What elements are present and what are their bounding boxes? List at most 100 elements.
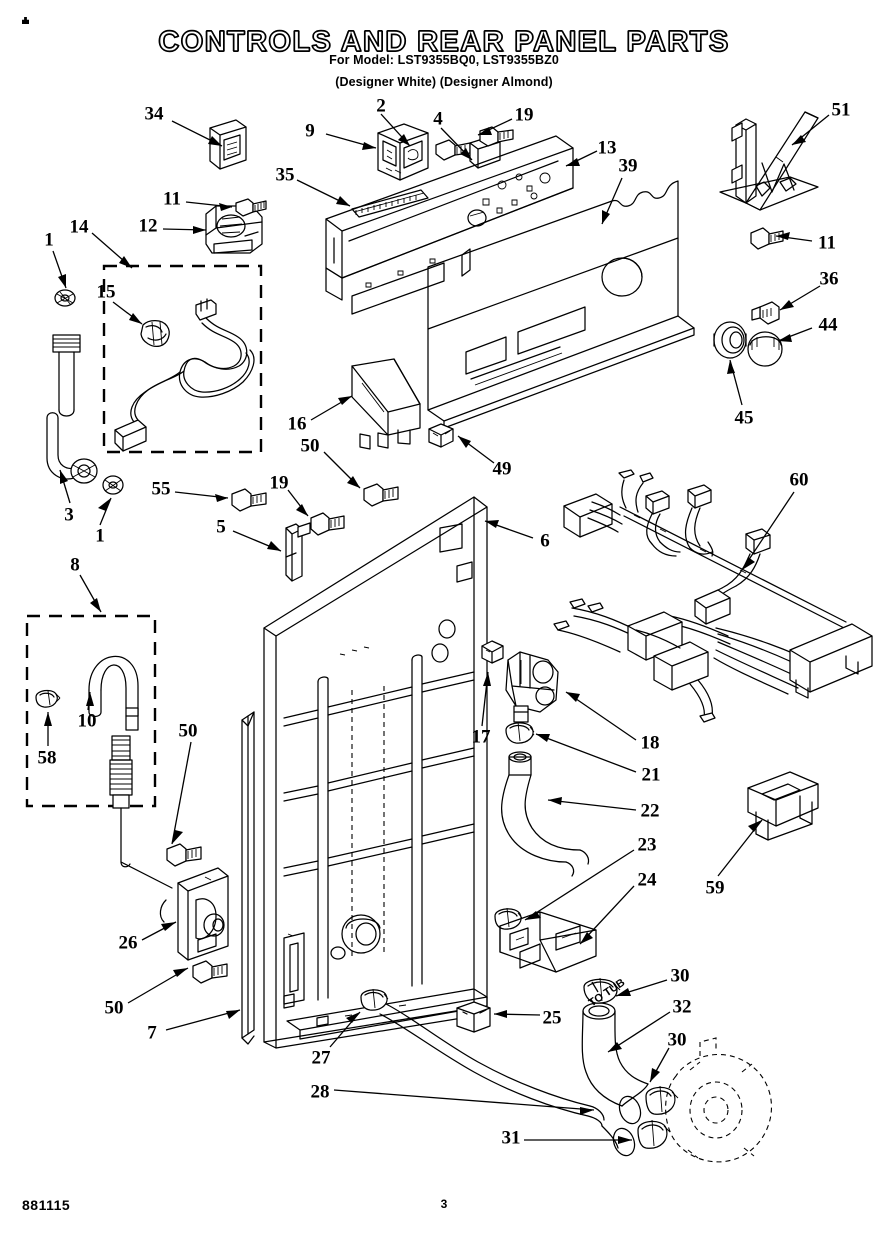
part-22-fill-hose xyxy=(501,751,590,877)
callout-number: 23 xyxy=(637,834,657,856)
color-variants-line: (Designer White) (Designer Almond) xyxy=(335,75,553,89)
part-60-wire-harness xyxy=(553,469,873,723)
part-9-switch-block xyxy=(377,123,429,181)
part-14-group-outline xyxy=(102,264,263,454)
callout-number: 34 xyxy=(144,103,164,125)
callout-number: 25 xyxy=(542,1007,562,1029)
callout-number: 11 xyxy=(818,232,836,254)
part-25-grommet xyxy=(456,1001,491,1033)
pump-phantom-outline xyxy=(665,1037,772,1163)
callout-number: 19 xyxy=(514,104,534,126)
part-44-knob xyxy=(747,331,783,367)
callout-number: 16 xyxy=(287,413,307,435)
part-50-screw-upper xyxy=(363,483,399,507)
callout-number: 51 xyxy=(831,99,851,121)
callout-number: 13 xyxy=(597,137,617,159)
callout-number: 35 xyxy=(275,164,295,186)
part-3-inlet-hose xyxy=(46,334,98,484)
callout-number: 14 xyxy=(69,216,89,238)
part-35-label-strip xyxy=(351,189,429,218)
callout-number: 36 xyxy=(819,268,839,290)
callout-number: 39 xyxy=(618,155,638,177)
callout-number: 58 xyxy=(37,747,57,769)
callout-number: 6 xyxy=(540,530,550,552)
callout-number: 8 xyxy=(70,554,80,576)
callout-number: 24 xyxy=(637,869,657,891)
part-8-group-outline xyxy=(25,614,157,808)
page-title: CONTROLS AND REAR PANEL PARTS xyxy=(158,25,730,59)
part-45-bushing xyxy=(713,321,747,359)
callout-number: 30 xyxy=(670,965,690,987)
part-32-tub-hose xyxy=(581,1002,649,1125)
part-19-screw-upper xyxy=(479,126,514,147)
part-11-screw-upper xyxy=(235,198,267,217)
footer-code: 881115 xyxy=(22,1197,71,1213)
part-16-end-cap xyxy=(351,358,421,450)
callout-number: 59 xyxy=(705,877,725,899)
part-39-console-panel xyxy=(427,180,695,429)
callout-number: 12 xyxy=(138,215,158,237)
callout-number: 55 xyxy=(151,478,171,500)
callout-number: 50 xyxy=(300,435,320,457)
callout-number: 32 xyxy=(672,996,692,1018)
part-27-clamp xyxy=(360,988,389,1011)
part-5-clip xyxy=(285,522,311,582)
callout-number: 50 xyxy=(178,720,198,742)
callout-number: 31 xyxy=(501,1127,521,1149)
part-21-clamp xyxy=(505,721,535,744)
callout-number: 15 xyxy=(96,281,116,303)
part-59-leg-bracket xyxy=(747,771,819,841)
part-34-module xyxy=(209,119,247,170)
callout-number: 1 xyxy=(44,229,54,251)
callout-number: 10 xyxy=(77,710,97,732)
part-24-pump-bracket xyxy=(499,911,597,973)
callout-number: 28 xyxy=(310,1081,330,1103)
part-30-clamp-mid xyxy=(645,1085,679,1115)
part-31-clamp-bottom xyxy=(601,1119,671,1157)
callout-number: 1 xyxy=(95,525,105,547)
part-30-clamp-top xyxy=(583,977,621,1004)
callout-number: 4 xyxy=(433,108,443,130)
callout-number: 9 xyxy=(305,120,315,142)
part-55-screw xyxy=(231,488,267,512)
part-12-timer-assembly xyxy=(205,205,263,254)
part-36-screw xyxy=(751,301,780,325)
part-1-washer-top xyxy=(54,289,76,307)
callout-number: 3 xyxy=(64,504,74,526)
callout-number: 22 xyxy=(640,800,660,822)
callout-number: 45 xyxy=(734,407,754,429)
part-10-drain-hose xyxy=(88,655,173,889)
callout-number: 2 xyxy=(376,95,386,117)
callout-number: 50 xyxy=(104,997,124,1019)
page-number: 3 xyxy=(440,1197,448,1211)
part-50-screw-near-26 xyxy=(166,843,202,867)
callout-number: 30 xyxy=(667,1029,687,1051)
callout-number: 18 xyxy=(640,732,660,754)
model-line: For Model: LST9355BQ0, LST9355BZ0 xyxy=(329,53,559,67)
callout-number: 5 xyxy=(216,516,226,538)
part-49-nut xyxy=(428,423,454,448)
callout-number: 11 xyxy=(163,188,181,210)
part-13-console-rail xyxy=(325,135,574,315)
callout-number: 60 xyxy=(789,469,809,491)
part-1-washer-lower xyxy=(102,475,124,495)
callout-number: 26 xyxy=(118,932,138,954)
part-58-clamp xyxy=(35,689,61,708)
part-50-screw-near-7 xyxy=(192,960,228,984)
part-23-clamp xyxy=(494,907,523,930)
callout-number: 49 xyxy=(492,458,512,480)
part-6-rear-panel xyxy=(241,496,488,1049)
callout-number: 27 xyxy=(311,1047,331,1069)
part-17-nut xyxy=(481,640,504,664)
part-18-water-valve xyxy=(505,651,559,723)
part-15-strain-relief xyxy=(140,320,170,348)
callout-number: 17 xyxy=(471,726,491,748)
power-cord xyxy=(114,298,255,452)
leader-lines xyxy=(44,113,830,1144)
callout-number: 44 xyxy=(818,314,838,336)
part-51-end-support xyxy=(719,111,819,211)
callout-number: 21 xyxy=(641,764,661,786)
part-19-screw-lower xyxy=(310,512,345,536)
crop-mark-icon xyxy=(22,17,29,24)
